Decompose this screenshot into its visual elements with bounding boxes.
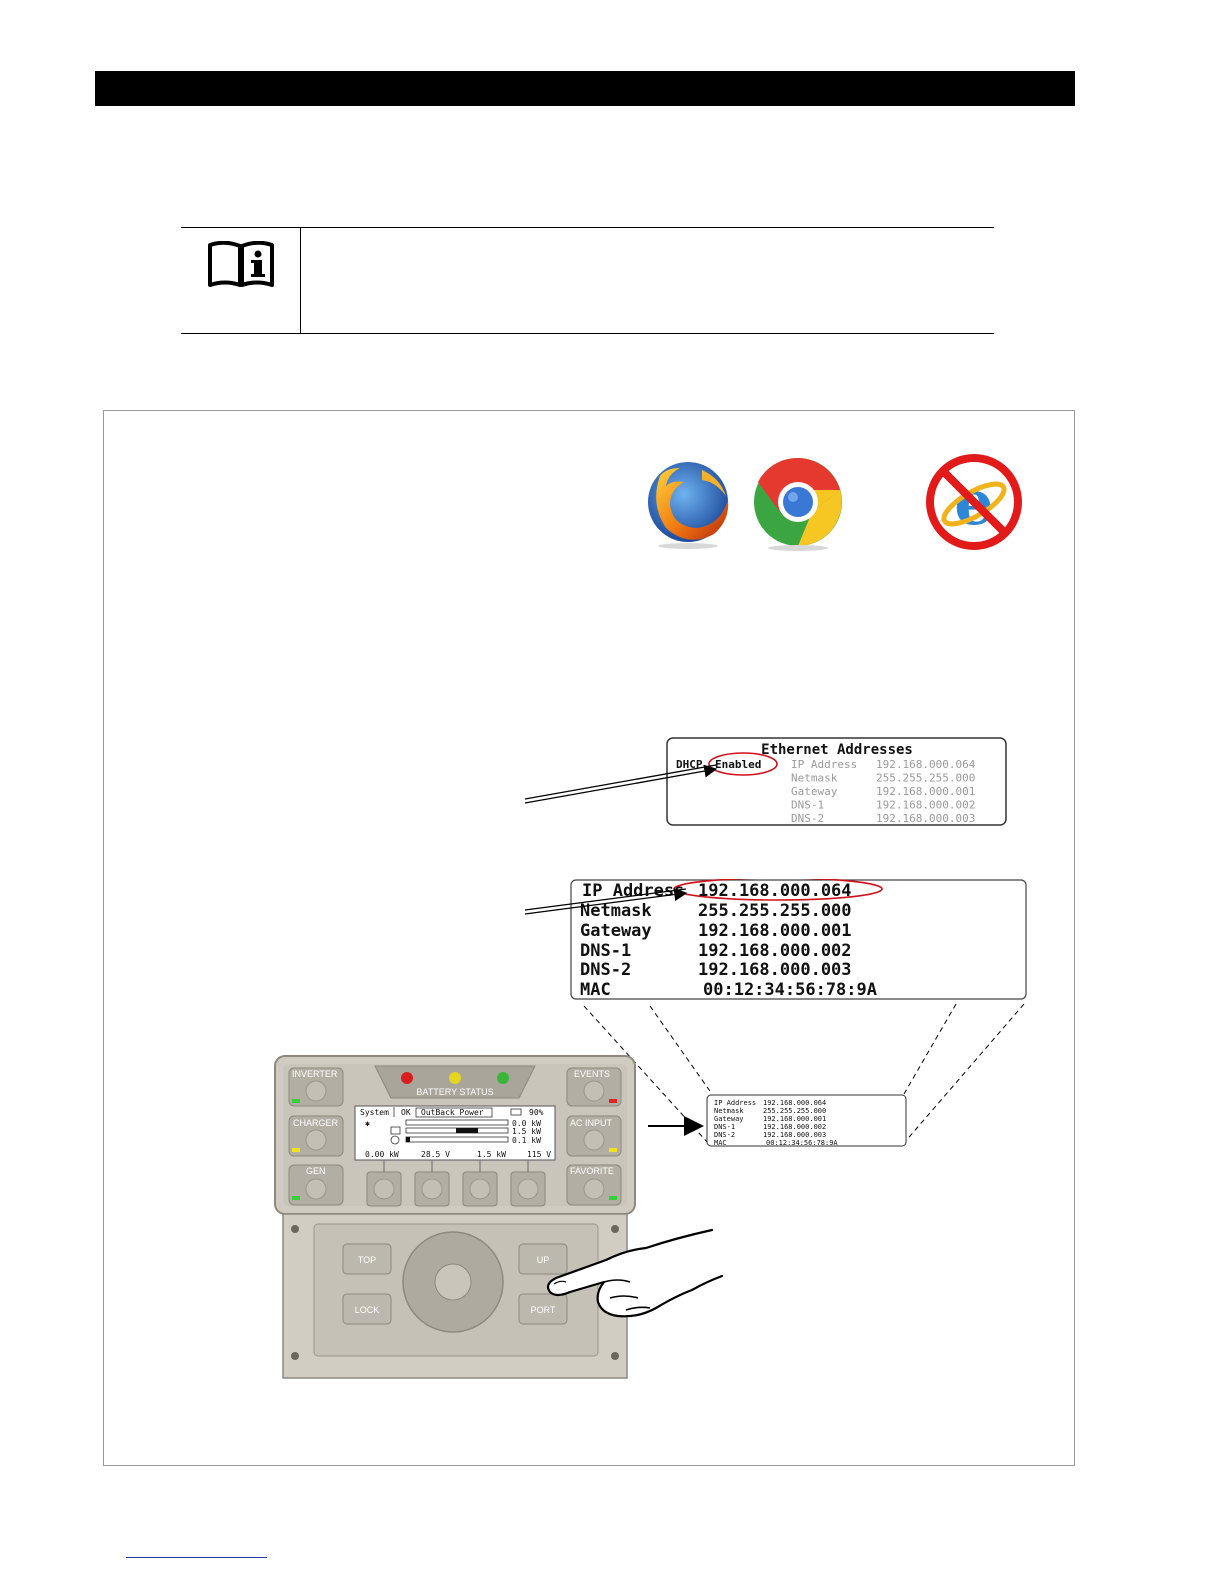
eth-row-value-0: 192.168.000.064 <box>876 758 976 771</box>
book-info-icon <box>207 240 275 294</box>
up-button-label: UP <box>537 1255 550 1265</box>
eth-row-label-0: IP Address <box>791 758 857 771</box>
soft-key-2[interactable] <box>414 1171 450 1207</box>
addr-row-value-4: 192.168.000.003 <box>698 960 852 980</box>
small-row-label-0: IP Address <box>714 1099 756 1107</box>
eth-row-label-1: Netmask <box>791 772 838 785</box>
eth-row-label-2: Gateway <box>791 785 838 798</box>
footer-link-underline[interactable] <box>126 1557 267 1558</box>
addr-row-label-4: DNS-2 <box>580 960 631 980</box>
lcd-inverter-icon <box>390 1126 401 1135</box>
system-display-device: BATTERY STATUS INVERTER CHARGER GEN EVEN… <box>273 1054 637 1385</box>
lcd-footer-1: 0.00 kW <box>365 1150 399 1159</box>
ethernet-screen-rows: IP Address 192.168.000.064 Netmask 255.2… <box>791 758 976 825</box>
top-button-label: TOP <box>358 1255 376 1265</box>
small-row-value-5: 00:12:34:56:78:9A <box>766 1139 838 1147</box>
lcd-tab-ok: OK <box>401 1108 411 1117</box>
ac-input-button[interactable]: AC INPUT <box>566 1115 622 1157</box>
control-wheel[interactable] <box>402 1231 504 1333</box>
lcd-tab-system: System <box>360 1108 389 1117</box>
small-row-value-4: 192.168.000.003 <box>763 1131 826 1139</box>
small-row-label-5: MAC <box>714 1139 727 1147</box>
battery-red-led <box>401 1072 413 1084</box>
note-divider <box>300 228 301 333</box>
addr-row-value-5: 00:12:34:56:78:9A <box>703 980 877 1000</box>
small-row-label-4: DNS-2 <box>714 1131 735 1139</box>
dhcp-value: Enabled <box>715 758 761 771</box>
favorite-button-label: FAVORITE <box>570 1166 614 1176</box>
battery-yellow-led <box>449 1072 461 1084</box>
device-lcd: System OK OutBack Power 90% ✱ 0.0 kW 1.5… <box>354 1105 556 1161</box>
port-button-label: PORT <box>531 1305 556 1315</box>
addr-row-label-3: DNS-1 <box>580 941 631 961</box>
small-address-screen: IP Address 192.168.000.064 Netmask 255.2… <box>706 1094 908 1153</box>
ethernet-addresses-screen: Ethernet Addresses DHCP Enabled IP Addre… <box>666 737 1008 832</box>
eth-row-value-3: 192.168.000.002 <box>876 799 975 812</box>
ac-input-button-label: AC INPUT <box>570 1118 613 1128</box>
note-box <box>181 227 994 334</box>
eth-row-value-4: 192.168.000.003 <box>876 812 975 825</box>
firefox-logo-icon <box>640 456 736 557</box>
dhcp-highlight-ellipse <box>708 752 778 776</box>
lcd-footer-3: 1.5 kW <box>477 1150 506 1159</box>
lock-button-label: LOCK <box>355 1305 380 1315</box>
small-row-value-0: 192.168.000.064 <box>763 1099 826 1107</box>
small-row-label-3: DNS-1 <box>714 1123 735 1131</box>
internet-explorer-not-supported-icon: e <box>924 452 1024 557</box>
soft-key-3[interactable] <box>462 1171 498 1207</box>
eth-row-value-2: 192.168.000.001 <box>876 785 975 798</box>
inverter-button-label: INVERTER <box>292 1069 338 1079</box>
charger-button-label: CHARGER <box>293 1118 339 1128</box>
lcd-row1: 0.0 kW <box>512 1119 541 1128</box>
lcd-row2: 1.5 kW <box>512 1127 541 1136</box>
favorite-button[interactable]: FAVORITE <box>566 1164 622 1206</box>
lcd-footer-2: 28.5 V <box>421 1150 450 1159</box>
events-button-label: EVENTS <box>574 1069 610 1079</box>
svg-text:✱: ✱ <box>365 1119 370 1128</box>
battery-status-label: BATTERY STATUS <box>416 1087 493 1097</box>
addr-row-value-3: 192.168.000.002 <box>698 941 852 961</box>
ethernet-screen-title: Ethernet Addresses <box>761 742 913 758</box>
small-row-label-1: Netmask <box>714 1107 744 1115</box>
address-details-screen: IP Address 192.168.000.064 Netmask 255.2… <box>570 877 1028 1006</box>
addr-row-value-2: 192.168.000.001 <box>698 921 852 941</box>
small-row-value-3: 192.168.000.002 <box>763 1123 826 1131</box>
top-button[interactable]: TOP <box>342 1243 392 1275</box>
small-row-label-2: Gateway <box>714 1115 744 1123</box>
inverter-button[interactable]: INVERTER <box>288 1067 344 1107</box>
eth-row-label-3: DNS-1 <box>791 799 824 812</box>
addr-row-value-0: 192.168.000.064 <box>698 881 852 901</box>
lcd-soc: 90% <box>529 1108 544 1117</box>
battery-green-led <box>497 1072 509 1084</box>
eth-row-value-1: 255.255.255.000 <box>876 772 975 785</box>
events-button[interactable]: EVENTS <box>566 1067 622 1107</box>
addr-row-value-1: 255.255.255.000 <box>698 901 852 921</box>
section-header-bar <box>95 71 1075 106</box>
lcd-generator-icon <box>390 1135 400 1145</box>
charger-button[interactable]: CHARGER <box>288 1115 344 1157</box>
gen-button[interactable]: GEN <box>288 1164 344 1206</box>
lcd-footer-4: 115 V <box>527 1150 551 1159</box>
lcd-row3: 0.1 kW <box>512 1136 541 1145</box>
lock-button[interactable]: LOCK <box>342 1293 392 1325</box>
chrome-logo-icon <box>750 456 846 557</box>
small-row-value-2: 192.168.000.001 <box>763 1115 826 1123</box>
soft-key-4[interactable] <box>510 1171 546 1207</box>
addr-row-label-2: Gateway <box>580 921 652 941</box>
soft-key-1[interactable] <box>366 1171 402 1207</box>
pointing-hand-icon <box>526 1220 726 1335</box>
gen-button-label: GEN <box>306 1166 326 1176</box>
port-button[interactable]: PORT <box>518 1293 568 1325</box>
addr-row-label-5: MAC <box>580 980 611 1000</box>
lcd-battery-icon <box>510 1108 522 1116</box>
dhcp-label: DHCP <box>676 758 703 771</box>
addr-row-label-1: Netmask <box>580 901 652 921</box>
up-button[interactable]: UP <box>518 1243 568 1275</box>
figure-frame <box>103 410 1075 1466</box>
eth-row-label-4: DNS-2 <box>791 812 824 825</box>
small-row-value-1: 255.255.255.000 <box>763 1107 826 1115</box>
lcd-tab-brand: OutBack Power <box>421 1108 484 1117</box>
